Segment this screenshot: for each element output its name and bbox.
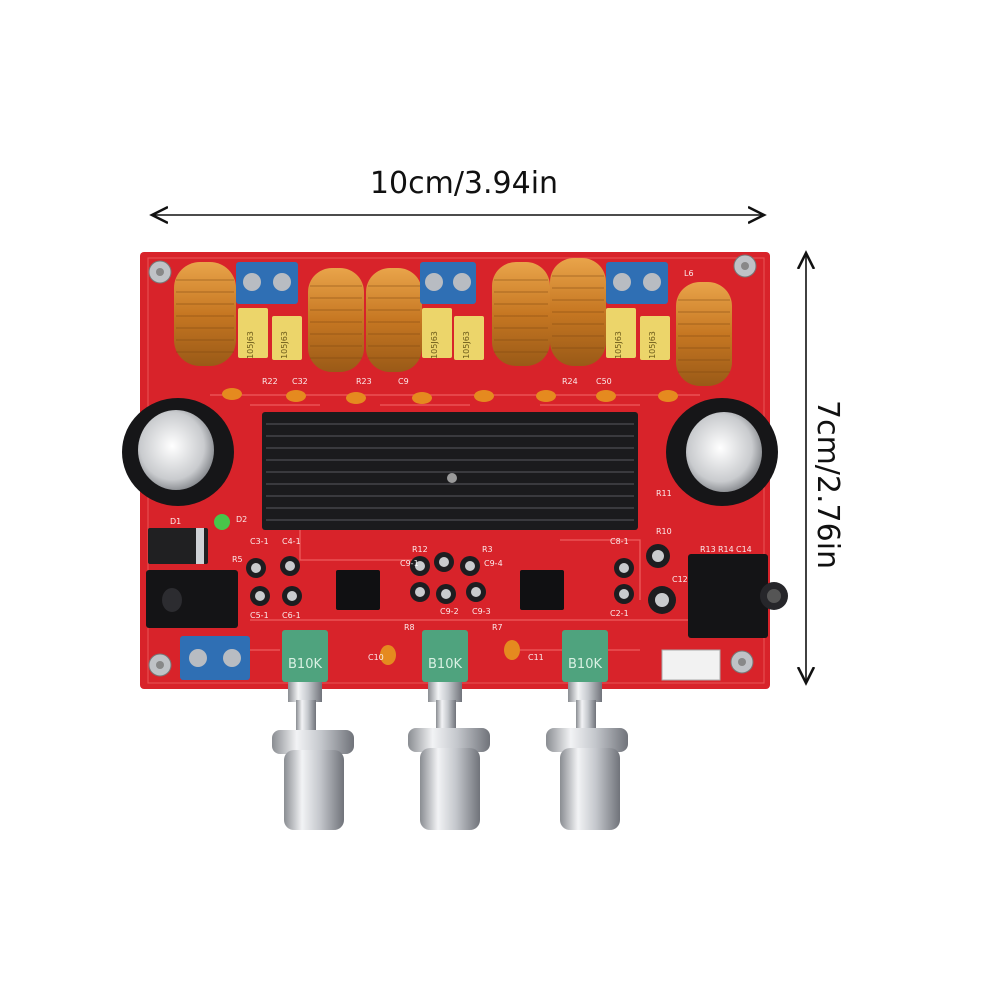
silkscreen-label: C8-1 — [610, 537, 629, 546]
silkscreen-label: C32 — [292, 377, 308, 386]
mounting-screws — [148, 254, 757, 677]
ceramic-capacitors — [222, 388, 678, 665]
film-cap-label: 105J63 — [614, 331, 623, 359]
silkscreen-label: C9-2 — [440, 607, 459, 616]
silkscreen-label: C9-4 — [484, 559, 503, 568]
electrolytic-capacitors — [122, 398, 778, 506]
led-indicator — [214, 514, 230, 530]
silkscreen-label: D2 — [236, 515, 247, 524]
silkscreen-label: C3-1 — [250, 537, 269, 546]
silkscreen-label: R11 — [656, 489, 672, 498]
silkscreen-label: C2-1 — [610, 609, 629, 618]
silkscreen-label: R13 — [700, 545, 716, 554]
silkscreen-label: R14 — [718, 545, 734, 554]
potentiometers — [282, 630, 608, 682]
pot-label: B10K — [288, 657, 322, 672]
silkscreen-label: C10 — [368, 653, 384, 662]
film-cap-label: 105J63 — [430, 331, 439, 359]
pot-label: B10K — [428, 657, 462, 672]
ic-chip-right — [520, 570, 564, 610]
silkscreen-label: R23 — [356, 377, 372, 386]
film-capacitors — [238, 308, 670, 360]
silkscreen-label: D1 — [170, 517, 181, 526]
silkscreen-label: R5 — [232, 555, 243, 564]
width-dimension-label: 10cm/3.94in — [369, 166, 559, 201]
silkscreen-label: C6-1 — [282, 611, 301, 620]
control-knobs[interactable] — [272, 728, 628, 830]
silkscreen-label: R12 — [412, 545, 428, 554]
speaker-terminals — [236, 262, 668, 304]
knob-shafts — [288, 682, 602, 736]
silkscreen-label: C11 — [528, 653, 544, 662]
film-cap-label: 105J63 — [280, 331, 289, 359]
silkscreen-label: R22 — [262, 377, 278, 386]
audio-input-jack — [688, 554, 768, 638]
silkscreen-label: R7 — [492, 623, 503, 632]
silkscreen-label: R8 — [404, 623, 415, 632]
silkscreen-label: C5-1 — [250, 611, 269, 620]
film-cap-label: 105J63 — [462, 331, 471, 359]
silkscreen-label: C50 — [596, 377, 612, 386]
silkscreen-label: R3 — [482, 545, 493, 554]
power-terminal — [180, 636, 250, 680]
ic-chip-left — [336, 570, 380, 610]
film-cap-label: 105J63 — [648, 331, 657, 359]
silkscreen-label: C9-3 — [472, 607, 491, 616]
diode-d1 — [148, 528, 208, 564]
dc-power-jack — [146, 570, 238, 628]
film-cap-label: 105J63 — [246, 331, 255, 359]
silkscreen-label: L6 — [684, 269, 694, 278]
silkscreen-label: C12 — [672, 575, 688, 584]
heatsink — [262, 412, 638, 530]
silkscreen-label: R10 — [656, 527, 672, 536]
silkscreen-label: R24 — [562, 377, 578, 386]
silkscreen-label: C9-1 — [400, 559, 419, 568]
toroid-inductors — [174, 258, 732, 386]
silkscreen-label: C9 — [398, 377, 409, 386]
silkscreen-label: C14 — [736, 545, 752, 554]
pot-label: B10K — [568, 657, 602, 672]
silkscreen-label: C4-1 — [282, 537, 301, 546]
white-header-connector — [661, 649, 721, 681]
